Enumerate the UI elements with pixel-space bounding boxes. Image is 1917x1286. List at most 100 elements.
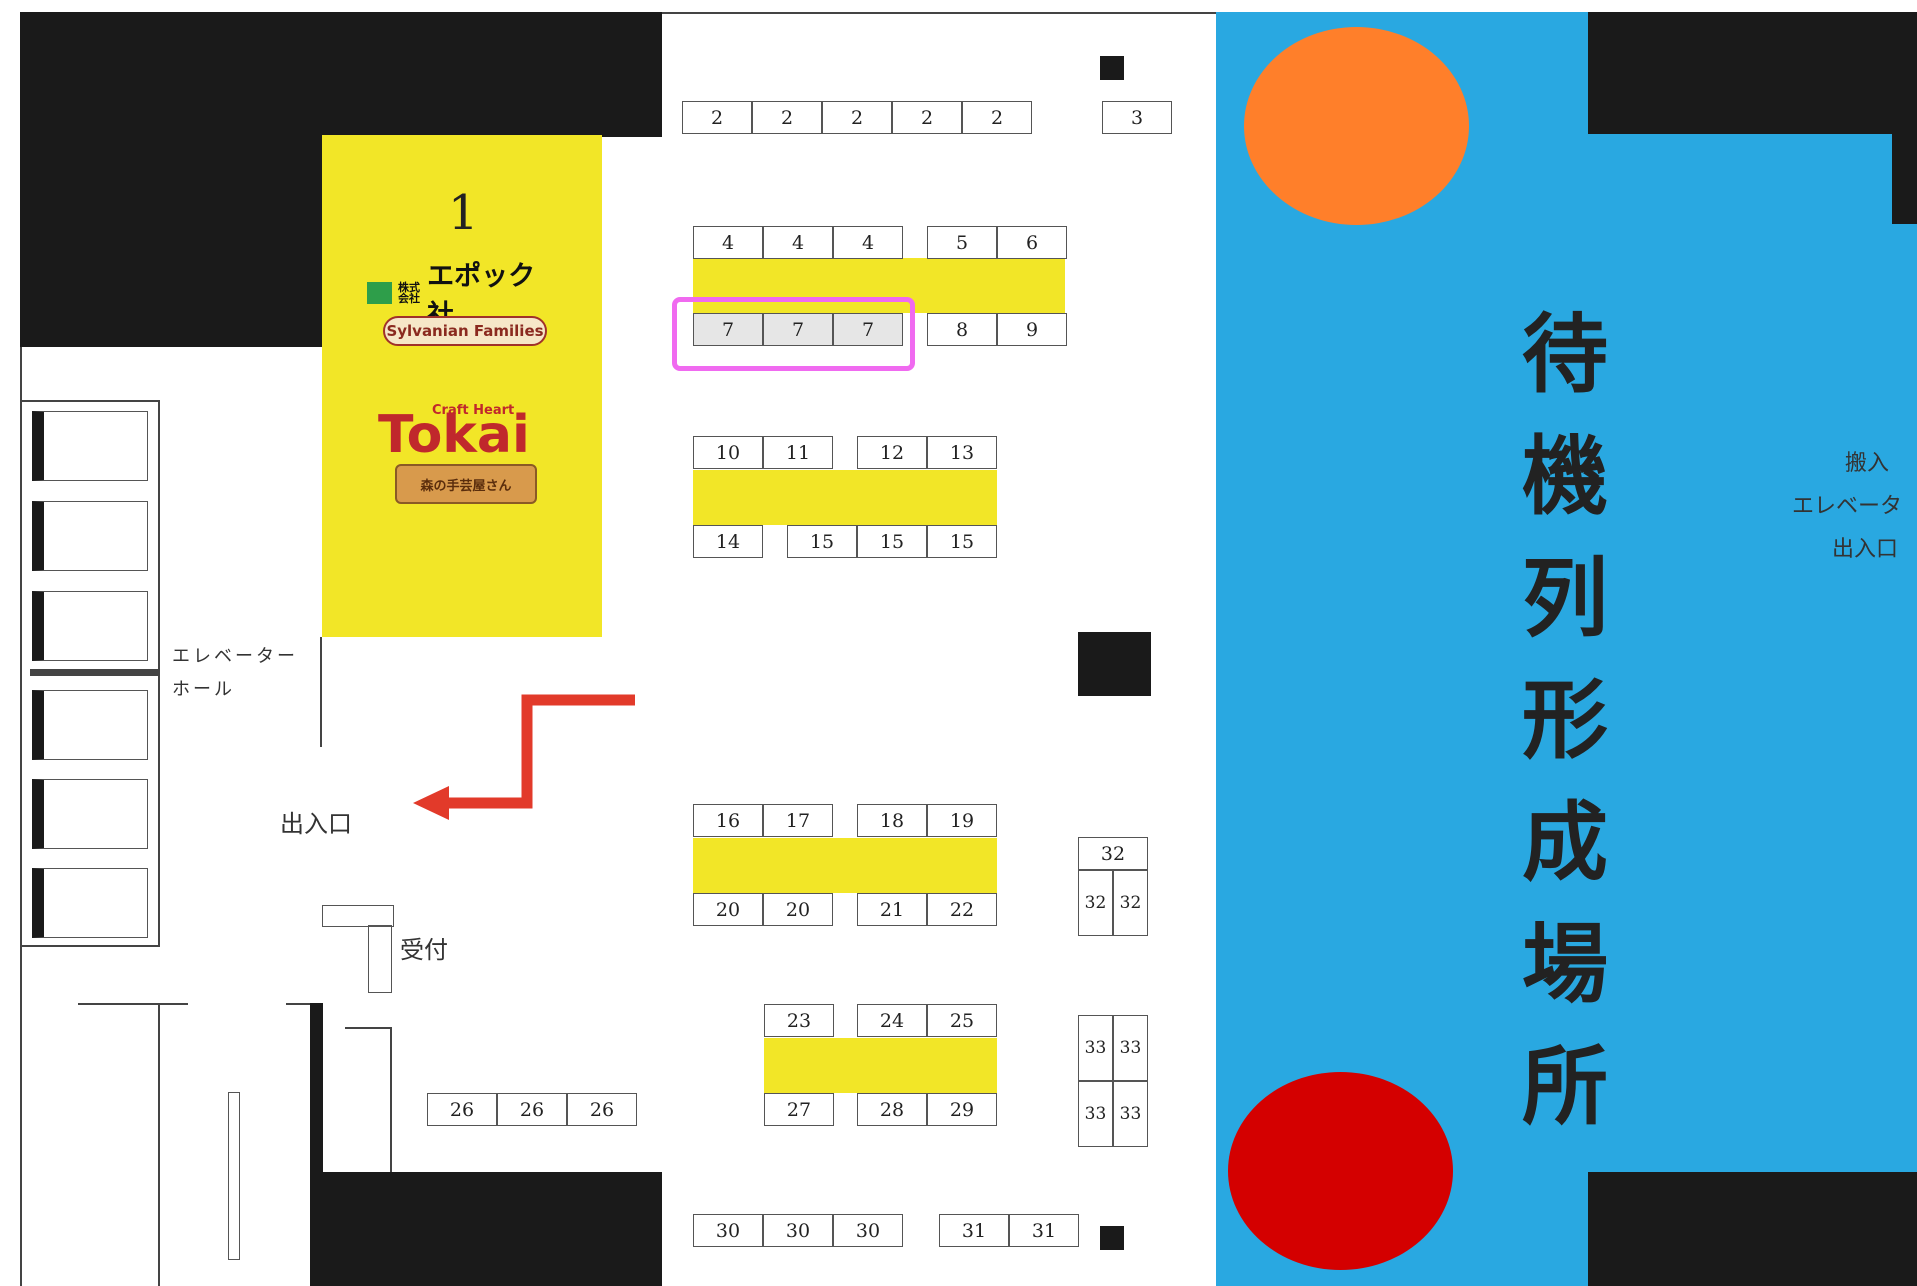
red-circle-marker: [1228, 1072, 1453, 1270]
booth-9: 9: [997, 313, 1067, 346]
loading-label-2: エレベータ: [1792, 494, 1903, 519]
booth-32: 32: [1113, 870, 1148, 936]
booth-29: 29: [927, 1093, 997, 1126]
wall-line-elevator-top: [20, 400, 160, 402]
loading-label-3: 出入口: [1832, 537, 1899, 562]
wall-line-top: [662, 12, 1216, 14]
booth-30: 30: [693, 1214, 763, 1247]
entrance-label: 出入口: [280, 810, 352, 838]
booth-33: 33: [1078, 1015, 1113, 1081]
epoch-logo-mark: [367, 282, 393, 304]
booth-4: 4: [833, 226, 903, 259]
booth-island-c: [693, 838, 997, 893]
booth-31: 31: [939, 1214, 1009, 1247]
booth-30: 30: [763, 1214, 833, 1247]
booth-32: 32: [1078, 837, 1148, 870]
elevator: [32, 501, 148, 571]
booth-15: 15: [927, 525, 997, 558]
reception-desk: [322, 905, 394, 927]
booth-30: 30: [833, 1214, 903, 1247]
loading-label-1: 搬入: [1845, 451, 1890, 476]
booth-17: 17: [763, 804, 833, 837]
booth-32: 32: [1078, 870, 1113, 936]
sylvanian-logo: Sylvanian Families: [383, 316, 547, 346]
booth-7-highlight: [672, 297, 915, 371]
waiting-char: 成: [1522, 793, 1608, 893]
booth-22: 22: [927, 893, 997, 926]
waiting-char: 場: [1522, 915, 1608, 1015]
booth-33: 33: [1113, 1081, 1148, 1147]
booth-island-a: [693, 258, 1065, 313]
waiting-char: 列: [1522, 549, 1608, 649]
booth-12: 12: [857, 436, 927, 469]
wall-right-top-edge: [1892, 134, 1917, 224]
booth-island-d: [764, 1038, 997, 1093]
booth-6: 6: [997, 226, 1067, 259]
waiting-char: 所: [1522, 1037, 1608, 1137]
wall-right-bottom: [1588, 1172, 1917, 1286]
booth-26: 26: [567, 1093, 637, 1126]
booth-28: 28: [857, 1093, 927, 1126]
booth-13: 13: [927, 436, 997, 469]
booth-24: 24: [857, 1004, 927, 1037]
booth-33: 33: [1078, 1081, 1113, 1147]
booth-7: 7: [763, 313, 833, 346]
booth-2: 2: [822, 101, 892, 134]
orange-circle-marker: [1244, 27, 1469, 225]
sponsor-area-number: 1: [448, 185, 479, 241]
tokai-logo: Tokai: [378, 405, 530, 465]
booth-33: 33: [1113, 1015, 1148, 1081]
tokai-mascot-text: 森の手芸屋さん: [420, 478, 512, 494]
corridor-bottom-line-v2: [310, 1003, 323, 1286]
booth-11: 11: [763, 436, 833, 469]
corridor-bottom-line-h2: [286, 1003, 322, 1005]
wall-left-upper: [20, 137, 322, 347]
tokai-mascot-banner: 森の手芸屋さん: [395, 464, 537, 504]
booth-16: 16: [693, 804, 763, 837]
partition-2: [345, 1027, 392, 1029]
elevator-hall-label-1: エレベーター: [172, 646, 298, 667]
booth-10: 10: [693, 436, 763, 469]
wall-top-left: [20, 12, 662, 137]
wall-bottom: [322, 1172, 662, 1286]
tokai-tagline: Craft Heart: [432, 403, 515, 418]
booth-20: 20: [693, 893, 763, 926]
reception-label: 受付: [400, 936, 448, 964]
booth-8: 8: [927, 313, 997, 346]
partition-3: [390, 1027, 392, 1172]
booth-2: 2: [962, 101, 1032, 134]
booth-5: 5: [927, 226, 997, 259]
pillar-small-top: [1100, 56, 1124, 80]
wall-right-top: [1588, 12, 1917, 134]
elevator: [32, 868, 148, 938]
booth-20: 20: [763, 893, 833, 926]
partition: [228, 1092, 240, 1260]
waiting-char: 形: [1522, 671, 1608, 771]
pillar-large: [1078, 632, 1151, 696]
corridor-bottom-line-v: [158, 1003, 160, 1286]
booth-15: 15: [857, 525, 927, 558]
booth-25: 25: [927, 1004, 997, 1037]
booth-7: 7: [693, 313, 763, 346]
booth-31: 31: [1009, 1214, 1079, 1247]
elevator: [32, 690, 148, 760]
booth-26: 26: [497, 1093, 567, 1126]
corridor-line: [320, 637, 322, 747]
elevator-hall-divider: [30, 669, 158, 676]
booth-2: 2: [752, 101, 822, 134]
wall-line-left-vertical: [20, 347, 22, 1286]
booth-3: 3: [1102, 101, 1172, 134]
booth-4: 4: [763, 226, 833, 259]
booth-2: 2: [682, 101, 752, 134]
booth-27: 27: [764, 1093, 834, 1126]
elevator-hall-label-2: ホール: [172, 679, 235, 700]
elevator: [32, 591, 148, 661]
booth-15: 15: [787, 525, 857, 558]
corridor-bottom-line-h: [78, 1003, 188, 1005]
reception-desk-side: [368, 925, 392, 993]
wall-line-elevator-bottom: [20, 945, 160, 947]
booth-2: 2: [892, 101, 962, 134]
entrance-arrow: [413, 694, 635, 820]
